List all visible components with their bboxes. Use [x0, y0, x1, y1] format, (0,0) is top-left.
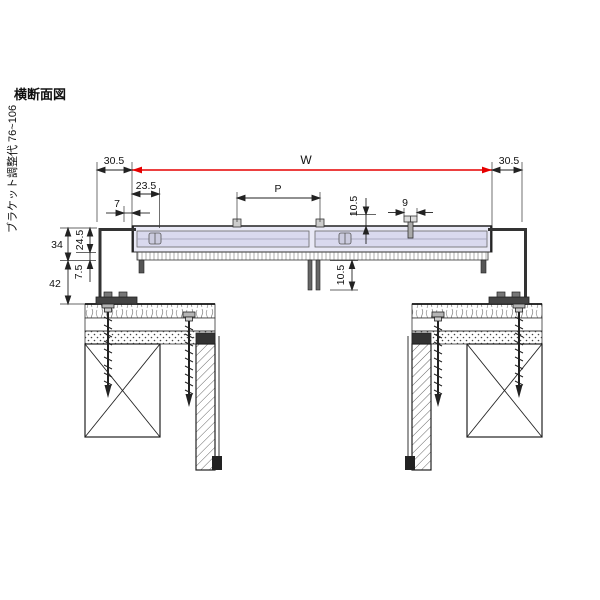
dimension-inset: 23.5: [136, 180, 157, 192]
left-wood-blocking: [84, 343, 161, 438]
shutter-rail-assembly: [131, 215, 493, 291]
left-frame-cap: [195, 332, 216, 345]
rail-fastener-symbol: [338, 232, 352, 245]
left-bracket-foot: [95, 296, 138, 305]
dimension-screw-width: 9: [402, 197, 408, 209]
right-wall-structure: [405, 302, 543, 471]
drawing-title: 横断面図: [14, 87, 66, 102]
dimension-lip-top: 10.5: [348, 196, 360, 217]
right-frame-member: [411, 343, 432, 471]
dimension-rail-depth: 24.5: [74, 230, 86, 251]
dimension-edge: 7: [114, 198, 120, 210]
right-frame-cap: [411, 332, 432, 345]
dimension-w: W: [300, 153, 312, 167]
rail-serrated-lip: [136, 251, 489, 261]
left-frame-stop: [212, 456, 222, 470]
dimension-offset-right: 30.5: [499, 155, 520, 167]
right-wood-blocking: [466, 343, 543, 438]
dimension-clearance: 42: [49, 278, 61, 290]
w-arrow-right: [482, 166, 492, 174]
left-bracket-profile: [98, 228, 136, 297]
left-frame-member: [195, 343, 216, 471]
foot-screw-head: [496, 291, 506, 298]
rail-top-screw: [403, 215, 418, 239]
foot-screw-head: [511, 291, 521, 298]
dimension-lip-bottom: 10.5: [335, 265, 347, 286]
bracket-adjust-label: ブラケット調整代 76~106: [5, 105, 19, 233]
right-frame-stop: [405, 456, 415, 470]
dimension-offset-left: 30.5: [104, 155, 125, 167]
right-bracket-foot: [488, 296, 530, 305]
rail-center-prong: [307, 259, 313, 291]
rail-hook-right: [480, 259, 487, 274]
dimension-p: P: [274, 183, 281, 195]
rail-center-prong: [315, 259, 321, 291]
dimension-bracket-height: 34: [51, 239, 63, 251]
foot-screw-head: [118, 291, 128, 298]
rail-hook-left: [138, 259, 145, 274]
left-wall-structure: [84, 302, 222, 471]
right-bracket-profile: [488, 228, 527, 297]
rail-fastener-symbol: [148, 232, 162, 245]
w-arrow-left: [132, 166, 142, 174]
dimension-lip-depth: 7.5: [73, 265, 85, 280]
left-sill-layer-2: [84, 317, 216, 332]
right-sill-layer-3: [411, 330, 543, 345]
dimension-annotations: W: [49, 153, 524, 306]
right-mounting-bracket: [488, 228, 530, 305]
w-dimension: W: [132, 153, 492, 174]
left-mounting-bracket: [95, 228, 138, 305]
dimension-graphics: [64, 166, 524, 306]
foot-screw-head: [103, 291, 113, 298]
